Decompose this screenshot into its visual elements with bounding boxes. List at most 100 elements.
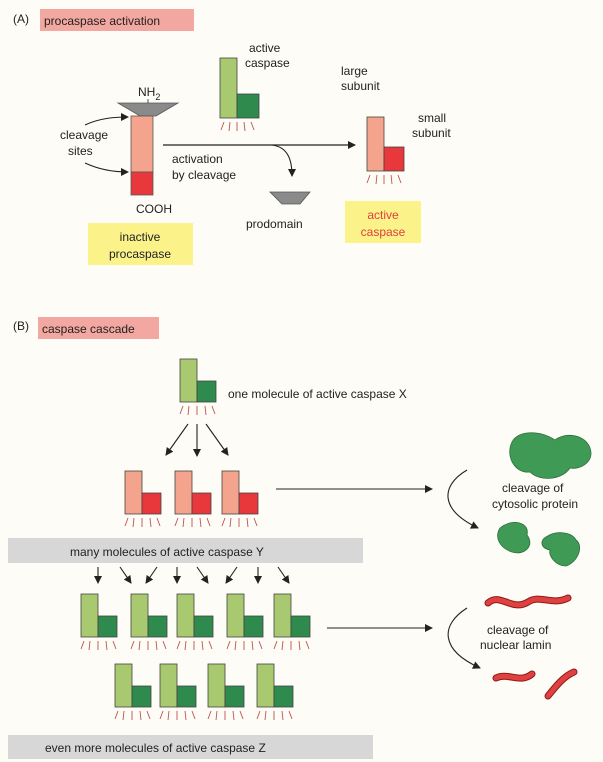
small-subunit [224,685,245,708]
small-subunit [141,492,162,515]
caspase-z-molecule [159,663,197,721]
large-subunit [221,470,240,515]
activity-ray [273,640,278,650]
active-result-label-1: active [367,208,399,222]
activity-ray [201,640,204,651]
active-result-label-2: caspase [361,225,406,239]
caspase-z-molecule [207,663,245,721]
cytosolic-fragment-1 [497,521,531,554]
large-subunit [130,593,149,638]
large-subunit [256,663,275,708]
activity-ray [156,517,161,527]
large-subunit [159,663,178,708]
lamin-fragment-2 [545,669,577,699]
caspase-y-molecule [221,470,259,528]
panel-a-title-highlight [40,9,194,31]
result-large-subunit [366,116,385,172]
released-prodomain [269,191,311,205]
active-caspase-top-label-2: caspase [245,56,290,70]
x-to-y-arrows [165,423,229,457]
activity-ray [221,517,226,527]
cleavage-arrow-lower [84,162,129,176]
caspase-x-molecule [179,358,217,416]
activity-ray [167,710,170,721]
activity-ray [298,640,301,651]
active-caspase-highlight [345,201,421,243]
large-subunit [174,470,193,515]
caspase-y-molecule [124,470,162,528]
activity-ray [182,517,185,528]
activation-label-2: by cleavage [172,168,236,182]
lamin-split-arrow [447,607,481,669]
large-subunit-label-1: large [341,64,368,78]
nuclear-lamin-intact [485,595,571,608]
small-subunit [131,685,152,708]
panel-b: (B) caspase cascade one molecule of acti… [8,317,592,759]
caspase-small-subunit [236,93,260,119]
activity-ray [132,517,135,528]
cytosolic-fragment-2 [541,532,580,567]
prodomain-release-arrow [271,144,296,177]
activity-ray [191,710,196,720]
activity-ray [207,710,212,720]
cooh-label: COOH [136,202,172,216]
activity-ray [149,517,152,528]
activity-ray [258,640,263,650]
activity-ray [253,517,258,527]
activity-ray [206,517,211,527]
small-subunit [97,615,118,638]
activity-ray [184,640,187,651]
inactive-label-2: procaspase [109,247,171,261]
caspase-z-molecule [114,663,152,721]
procaspase-prodomain [116,102,180,117]
small-subunit [238,492,259,515]
procaspase-small-segment [130,171,154,196]
activity-ray [246,517,249,528]
activity-ray [124,517,129,527]
active-caspase-top-label-1: active [249,41,281,55]
lamin-label-1: cleavage of [487,623,549,637]
active-caspase-result: large subunit small subunit active caspa… [341,64,451,243]
activity-ray [215,710,218,721]
caspase-y-molecule [174,470,212,528]
result-small-subunit [383,146,405,172]
activity-ray [288,710,293,720]
caspase-z-molecule [226,593,264,651]
caspase-y-label: many molecules of active caspase Y [70,545,264,559]
activity-ray [162,640,167,650]
large-subunit [273,593,292,638]
caspase-x-label: one molecule of active caspase X [228,387,407,401]
small-subunit [147,615,168,638]
cleavage-arrow-upper [84,113,129,126]
activity-ray [281,640,284,651]
activity-ray [226,640,231,650]
panel-b-title-highlight [38,317,159,339]
caspase-z-bar [8,735,373,759]
activity-ray [159,710,164,720]
activity-ray [211,405,216,415]
caspase-z-label: even more molecules of active caspase Z [45,741,266,755]
cytosolic-protein-intact [509,432,592,479]
activity-ray [176,640,181,650]
procaspase-large-segment [130,115,154,173]
caspase-x [179,358,217,416]
lamin-fragment-1 [493,671,535,681]
activity-ray [174,517,179,527]
activity-ray [229,517,232,528]
activity-rays [220,121,255,132]
caspase-z-molecule [80,593,118,651]
caspase-z-molecule [256,663,294,721]
cytosolic-split-arrow [447,469,479,529]
cytosolic-label-2: cytosolic protein [492,497,578,511]
caspase-y-row [124,470,259,528]
activity-ray [146,710,151,720]
panel-b-tag: (B) [13,319,29,333]
panel-a-title: procaspase activation [44,14,160,28]
activity-ray [114,710,119,720]
cleavage-sites-label-2: sites [68,144,93,158]
large-subunit [226,593,245,638]
activity-ray [187,405,190,416]
activity-ray [130,640,135,650]
small-subunit [290,615,311,638]
activity-ray [80,640,85,650]
